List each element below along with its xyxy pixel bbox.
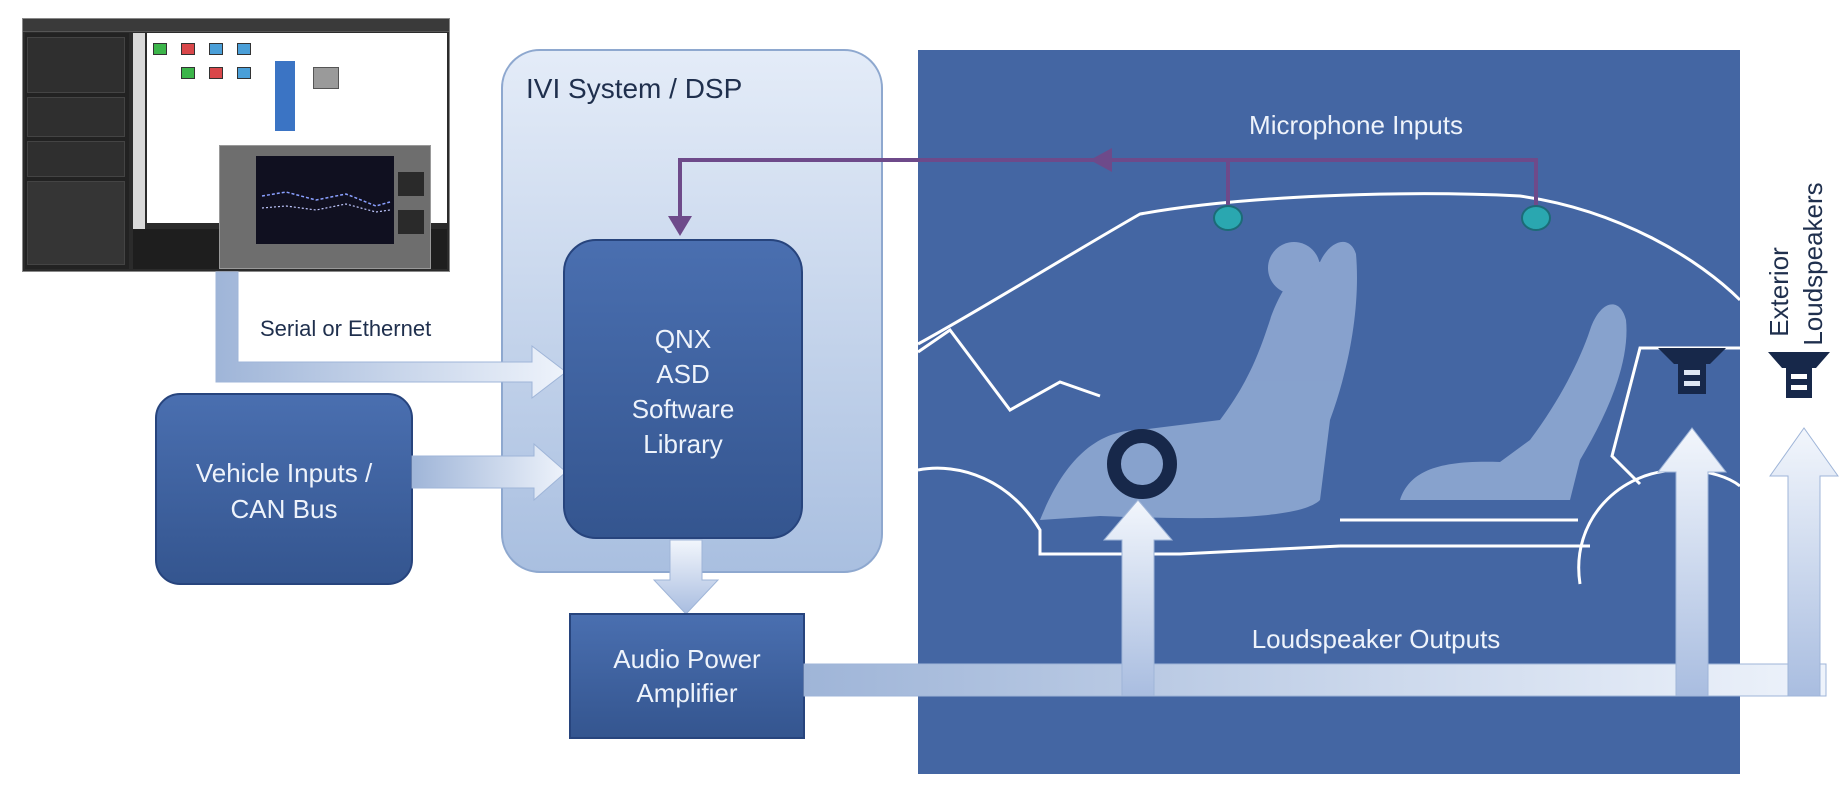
ivi-system-title: IVI System / DSP xyxy=(526,73,742,104)
exterior-speaker-feed-arrow xyxy=(1769,427,1839,697)
serial-ethernet-label: Serial or Ethernet xyxy=(260,316,431,341)
qnx-asd-library-box xyxy=(563,239,803,539)
loudspeaker-icon xyxy=(1658,348,1726,394)
vehicle-inputs-box xyxy=(155,393,413,585)
qnx-to-amplifier-arrow xyxy=(652,539,720,615)
loudspeaker-output-bus xyxy=(803,663,1827,697)
serial-ethernet-arrow xyxy=(215,271,567,400)
vehicle-to-qnx-arrow xyxy=(411,442,567,502)
microphone-inputs-label: Microphone Inputs xyxy=(1249,110,1463,140)
screenshot-response-graph xyxy=(219,145,431,269)
vehicle-inputs-line-2: CAN Bus xyxy=(231,494,338,524)
screenshot-toolstrip xyxy=(133,33,145,269)
microphone-icon xyxy=(1213,205,1243,231)
amplifier-line-2: Amplifier xyxy=(636,678,737,708)
woofer-icon xyxy=(1107,429,1177,499)
loudspeaker-outputs-label: Loudspeaker Outputs xyxy=(1252,624,1501,654)
tuning-software-screenshot xyxy=(22,18,450,272)
mic-arrowhead-left xyxy=(1090,148,1112,172)
screenshot-left-panel xyxy=(25,33,129,269)
screenshot-menubar xyxy=(23,19,449,32)
amplifier-line-1: Audio Power xyxy=(613,644,761,674)
exterior-loudspeaker-icon xyxy=(1768,352,1830,398)
audio-power-amplifier-box xyxy=(569,613,805,739)
vehicle-inputs-line-1: Vehicle Inputs / xyxy=(196,458,373,488)
cabin-speaker-feed-arrow xyxy=(1656,427,1728,697)
exterior-loudspeakers-line-2: Loudspeakers xyxy=(1798,182,1828,345)
qnx-label-line-4: Library xyxy=(643,429,722,459)
qnx-label-line-2: ASD xyxy=(656,359,709,389)
exterior-loudspeakers-line-1: Exterior xyxy=(1764,247,1794,337)
mic-arrowhead-down xyxy=(668,216,692,236)
microphone-feedback-lines xyxy=(678,158,1538,222)
woofer-feed-arrow xyxy=(1102,499,1174,697)
microphone-icon xyxy=(1521,205,1551,231)
qnx-label-line-3: Software xyxy=(632,394,735,424)
qnx-label-line-1: QNX xyxy=(655,324,711,354)
